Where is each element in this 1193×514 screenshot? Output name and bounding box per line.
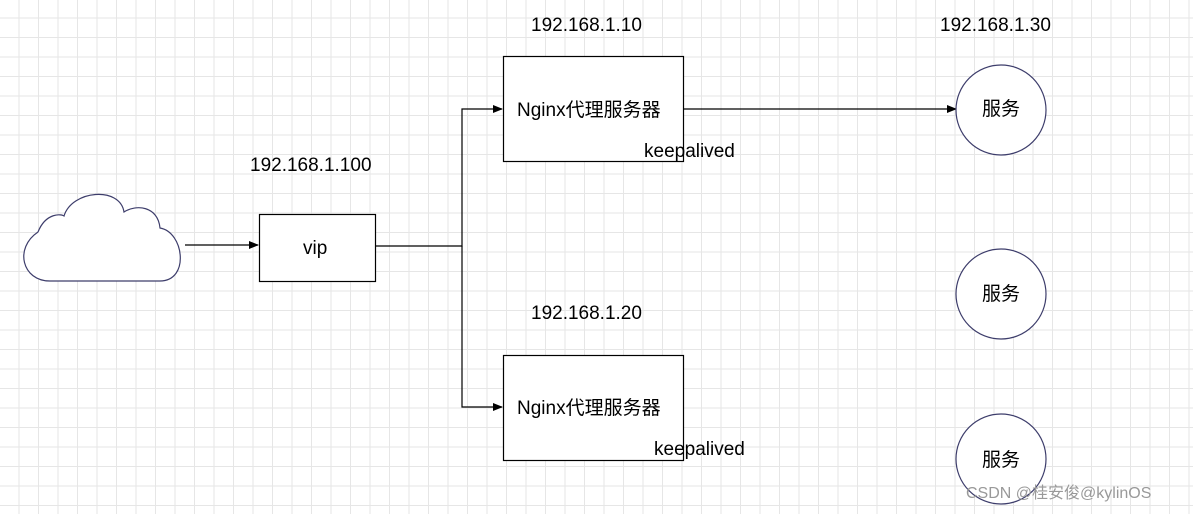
proxy-top-label: Nginx代理服务器 — [517, 100, 661, 121]
service-circle-2 — [955, 248, 1047, 340]
service-3-label: 服务 — [981, 450, 1020, 471]
service-circle-1 — [955, 64, 1047, 156]
watermark: CSDN @桂安俊@kylinOS — [966, 485, 1152, 502]
proxy-bottom-keepalived-tag: keepalived — [654, 439, 745, 460]
proxy-top-keepalived-tag: keepalived — [644, 141, 735, 162]
proxy-bottom-ip-label: 192.168.1.20 — [531, 303, 642, 324]
vip-ip-label: 192.168.1.100 — [250, 155, 372, 176]
vip-label: vip — [303, 238, 328, 259]
proxy-top-box — [502, 55, 685, 163]
proxy-bottom-box — [502, 354, 685, 462]
service-circle-3 — [955, 413, 1047, 505]
vip-to-proxy-bottom-arrow — [461, 246, 503, 411]
vip-to-proxy-top-arrow — [376, 105, 503, 247]
cloud-icon — [23, 193, 181, 282]
service-1-label: 服务 — [981, 99, 1020, 120]
proxy-bottom-label: Nginx代理服务器 — [517, 398, 661, 419]
service-2-label: 服务 — [981, 284, 1020, 305]
proxy-top-ip-label: 192.168.1.10 — [531, 15, 642, 36]
service-1-ip-label: 192.168.1.30 — [940, 15, 1051, 36]
vip-box — [258, 213, 377, 283]
